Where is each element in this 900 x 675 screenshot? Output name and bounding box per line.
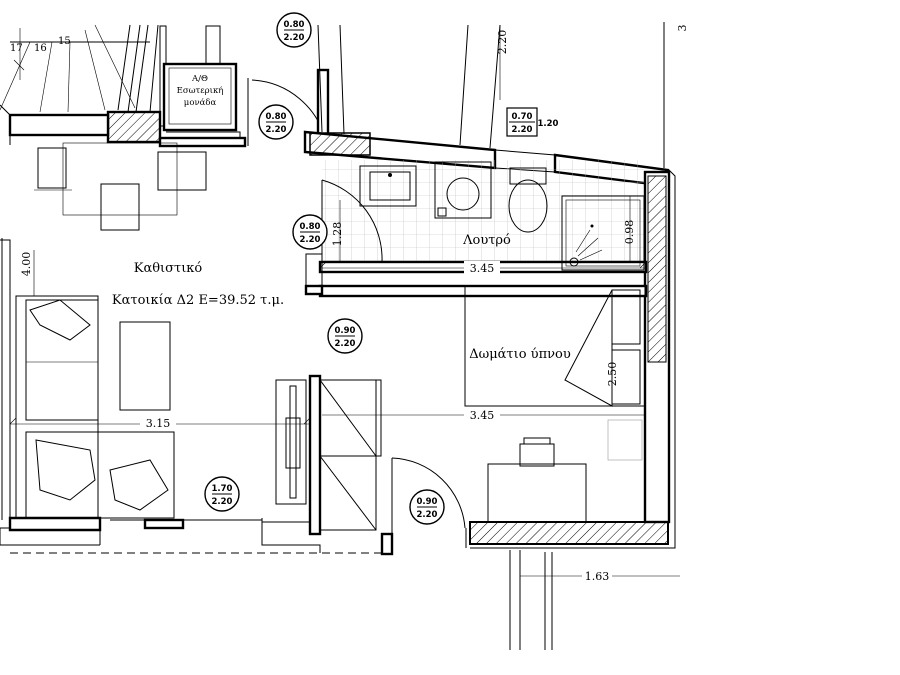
stair-step-15: 15 — [58, 36, 71, 47]
opening-tag: 0.80 2.20 — [292, 214, 328, 250]
dimension-lines — [9, 25, 680, 577]
opening-width: 0.70 — [512, 112, 533, 122]
bathroom-label: Λουτρό — [462, 233, 511, 248]
ac-unit: Α/Θ Εσωτερική μονάδα — [159, 25, 241, 147]
hatched-wall-top — [309, 132, 371, 156]
toilet — [508, 167, 548, 233]
wall-segment — [8, 113, 110, 137]
washing-machine — [434, 161, 492, 219]
opening-tag: 0.80 2.20 — [258, 104, 294, 140]
washbasin — [359, 165, 417, 207]
opening-height: 2.20 — [335, 339, 356, 349]
opening-width: 0.80 — [266, 112, 287, 122]
opening-width: 1.70 — [212, 484, 233, 494]
coffee-table — [119, 321, 171, 411]
opening-width: 0.90 — [335, 326, 356, 336]
desk — [487, 419, 643, 523]
dim-bath-width: 3.45 — [470, 262, 495, 275]
dim-bedroom-depth: 2.50 — [606, 362, 619, 387]
hatched-wall-bottom — [469, 521, 669, 545]
staircase: 17 16 15 — [0, 24, 159, 113]
opening-height: 2.20 — [266, 125, 287, 135]
opening-height: 2.20 — [300, 235, 321, 245]
opening-tag: 0.80 2.20 — [276, 12, 312, 48]
sofa — [15, 295, 175, 519]
wardrobe — [275, 374, 382, 536]
opening-tag: 0.90 2.20 — [409, 489, 445, 525]
opening-tag: 0.70 2.20 1.20 — [506, 107, 559, 137]
opening-sill: 1.20 — [538, 119, 559, 129]
bedroom-label: Δωμάτιο ύπνου — [469, 347, 571, 362]
dim-shower-depth: 0.98 — [623, 220, 636, 245]
stair-step-16: 16 — [34, 43, 47, 54]
bed — [464, 285, 646, 407]
dining-table — [34, 142, 207, 231]
opening-width: 0.80 — [284, 20, 305, 30]
ac-label-line1: Α/Θ — [191, 74, 208, 84]
opening-tag: 0.90 2.20 — [327, 318, 363, 354]
dim-window-height: 2.20 — [496, 30, 509, 55]
opening-width: 0.90 — [417, 497, 438, 507]
dim-bath-depth: 1.28 — [331, 222, 344, 247]
bedroom-door — [380, 457, 466, 556]
opening-tags: 0.80 2.20 0.80 2.20 0.80 2.20 0.90 2.20 1.70 2.20… — [204, 12, 559, 525]
hatched-column — [106, 110, 162, 144]
opening-width: 0.80 — [300, 222, 321, 232]
dim-balcony: 1.63 — [585, 570, 610, 583]
dim-bedroom-width: 3.45 — [470, 409, 495, 422]
opening-height: 2.20 — [284, 33, 305, 43]
apartment-area-label: Κατοικία Δ2 Ε=39.52 τ.μ. — [112, 293, 284, 308]
shower — [561, 195, 645, 271]
opening-height: 2.20 — [512, 125, 533, 135]
living-room-label: Καθιστικό — [134, 261, 203, 276]
dim-edge-mark: 3 — [676, 25, 689, 32]
opening-tag: 1.70 2.20 — [204, 476, 240, 512]
hatched-wall-right — [647, 175, 667, 363]
ac-label-line3: μονάδα — [184, 97, 217, 108]
ac-label-line2: Εσωτερική — [177, 85, 224, 96]
dim-living-depth: 4.00 — [20, 252, 33, 277]
opening-height: 2.20 — [212, 497, 233, 507]
stair-step-17: 17 — [10, 43, 23, 54]
balcony-door — [143, 518, 185, 530]
opening-height: 2.20 — [417, 510, 438, 520]
dim-living-width: 3.15 — [146, 417, 171, 430]
